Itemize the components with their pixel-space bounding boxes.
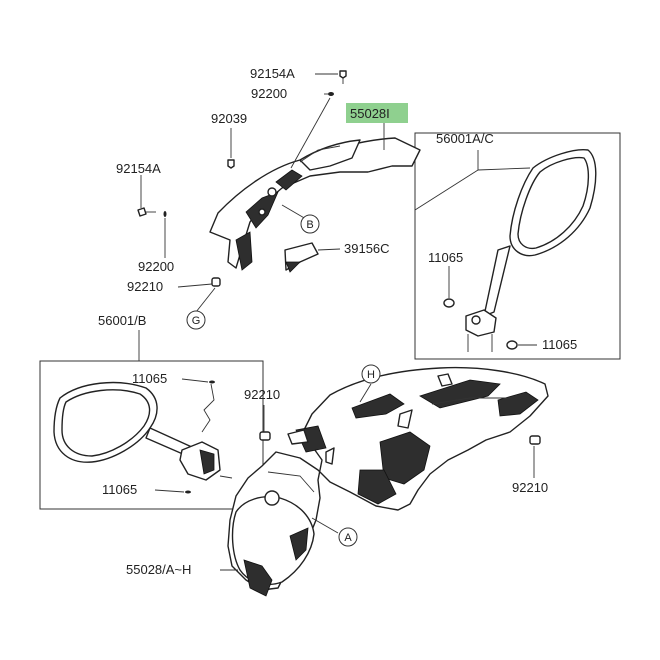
washer-92200-top: [328, 92, 334, 96]
label-56001a-c: 56001A/C: [436, 131, 494, 146]
label-55028i: 55028I: [350, 106, 390, 121]
svg-text:B: B: [306, 219, 313, 231]
mirror-right-part: [443, 149, 597, 352]
label-11065-right-top: 11065: [428, 250, 463, 265]
label-92210-mid: 92210: [244, 387, 280, 402]
callout-g: G: [186, 310, 206, 330]
bolt-92154a-top: [339, 70, 347, 84]
front-cowl-part: [227, 366, 549, 597]
bolt-92039: [227, 159, 235, 169]
label-56001-b: 56001/B: [98, 313, 146, 328]
grommet-92210-left: [211, 277, 221, 287]
callout-b: B: [300, 214, 320, 234]
upper-cowl-part: [209, 137, 421, 271]
label-92210-right: 92210: [512, 480, 548, 495]
svg-text:A: A: [344, 532, 352, 544]
label-92210-left: 92210: [127, 279, 163, 294]
svg-text:G: G: [192, 315, 201, 327]
bolt-92154a-left: [137, 207, 156, 217]
label-39156c: 39156C: [344, 241, 390, 256]
mirror-left-part: [53, 380, 233, 494]
frame-mirror-right: [414, 132, 621, 360]
label-92200-top: 92200: [251, 86, 287, 101]
label-92200-left: 92200: [138, 259, 174, 274]
callout-h: H: [361, 364, 381, 384]
label-11065-left-top: 11065: [132, 371, 167, 386]
label-92154a-left: 92154A: [116, 161, 161, 176]
highlight-55028i: [346, 103, 408, 123]
label-55028-a-h: 55028/A~H: [126, 562, 191, 577]
washer-92200-left: [163, 211, 167, 217]
label-11065-right-bottom: 11065: [542, 337, 577, 352]
leader-lines: [138, 73, 537, 571]
svg-text:H: H: [367, 369, 375, 381]
callout-a: A: [338, 527, 358, 547]
pad-39156c: [284, 242, 319, 273]
label-11065-left-bottom: 11065: [102, 482, 137, 497]
label-92154a-top: 92154A: [250, 66, 295, 81]
label-92039: 92039: [211, 111, 247, 126]
